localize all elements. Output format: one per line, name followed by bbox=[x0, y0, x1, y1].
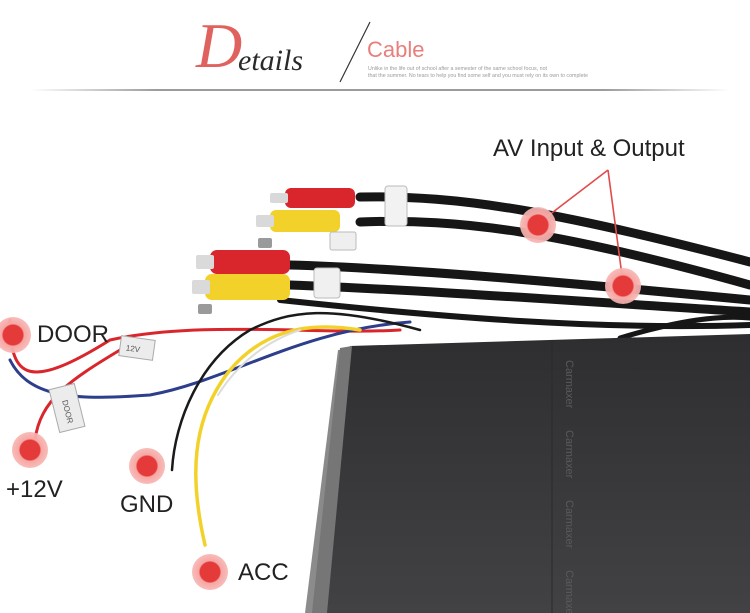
product-photo: 12V DOOR Carmaxer Carmaxer Carmaxer Carm… bbox=[0, 169, 750, 613]
wire-tag-12v bbox=[118, 335, 156, 361]
title-slash-divider bbox=[339, 21, 371, 83]
category-label: Cable bbox=[367, 37, 425, 62]
av-input-output-label: AV Input & Output bbox=[493, 135, 685, 162]
gnd-label: GND bbox=[120, 491, 174, 518]
wire-tag-12v-text: 12V bbox=[125, 343, 141, 354]
door-marker bbox=[0, 317, 31, 353]
wire-tag-door bbox=[48, 382, 86, 434]
plus12v-marker bbox=[12, 432, 48, 468]
subtitle-line-2: that the summer. No tears to help you fi… bbox=[368, 73, 588, 79]
box-brand-2: Carmaxer bbox=[563, 430, 575, 479]
gnd-marker bbox=[129, 448, 165, 484]
box-brand-4: Carmaxer bbox=[563, 570, 575, 613]
acc-label: ACC bbox=[238, 559, 289, 586]
box-brand-print: Carmaxer Carmaxer Carmaxer Carmaxer bbox=[563, 360, 575, 613]
box-brand-1: Carmaxer bbox=[563, 360, 575, 409]
title-rest: etails bbox=[238, 44, 303, 77]
title-initial: D bbox=[196, 10, 243, 81]
av-marker-1 bbox=[520, 207, 556, 243]
av-cables bbox=[277, 192, 750, 341]
device-box bbox=[305, 334, 750, 613]
plus12v-label: +12V bbox=[6, 476, 63, 503]
header-subtitle: Unlike in the life out of school after a… bbox=[368, 66, 638, 80]
rca-plugs-lower bbox=[192, 238, 341, 314]
acc-marker bbox=[192, 554, 228, 590]
header: D etails Cable Unlike in the life out of… bbox=[0, 0, 750, 100]
subtitle-line-1: Unlike in the life out of school after a… bbox=[368, 66, 548, 72]
box-brand-3: Carmaxer bbox=[563, 500, 575, 549]
av-marker-2 bbox=[605, 268, 641, 304]
header-divider bbox=[30, 89, 730, 91]
rca-plugs-upper bbox=[256, 185, 408, 251]
door-label: DOOR bbox=[37, 321, 109, 348]
